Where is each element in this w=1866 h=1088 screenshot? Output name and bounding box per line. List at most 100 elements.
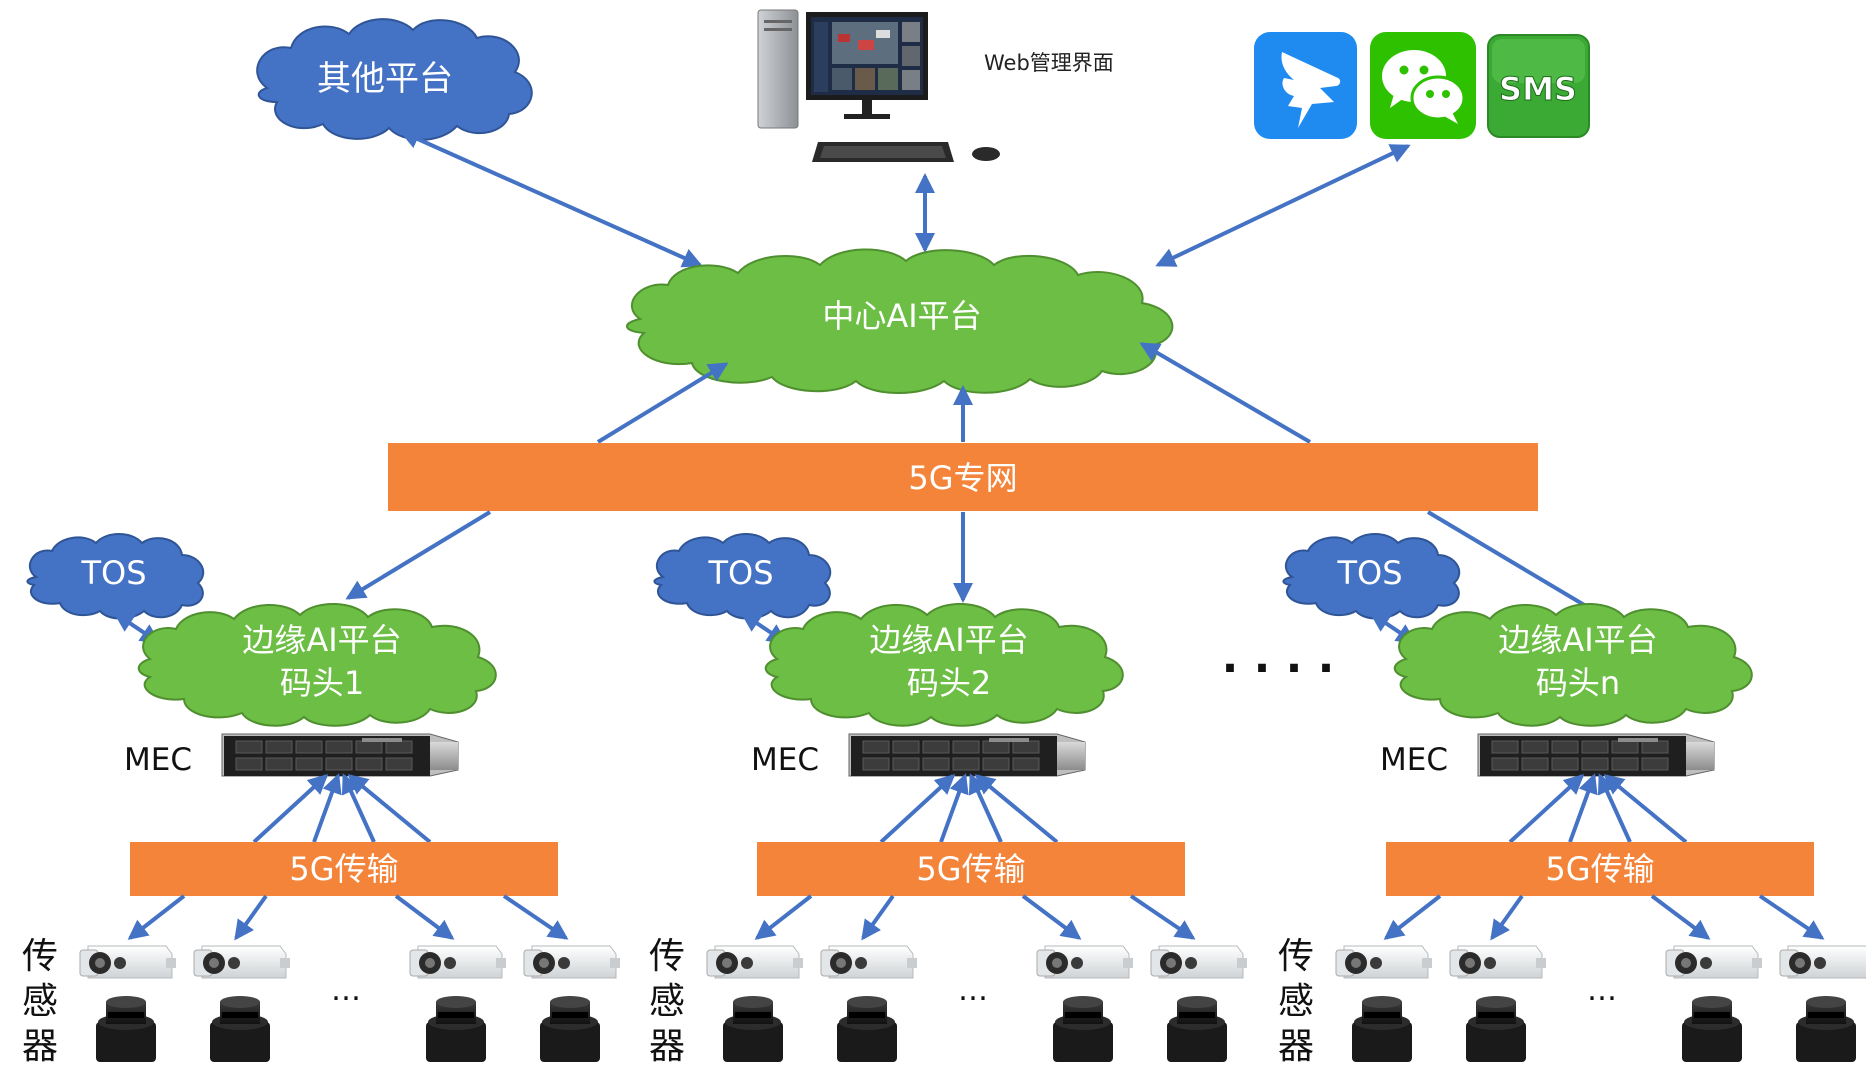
lidar-sensor-icon: [723, 996, 783, 1062]
tos-cloud: TOS: [26, 533, 205, 620]
cloud-shape: [26, 533, 205, 620]
arrow-transport-sensor: [1758, 894, 1825, 940]
arrow-transport-sensor: [502, 894, 569, 940]
arrow-transport-mec: [939, 773, 969, 843]
camera-icon: [1779, 945, 1866, 979]
arrow-net-edge-1: [345, 510, 492, 600]
lidar-sensor-icon: [1796, 996, 1856, 1062]
rack-server-icon: [1477, 733, 1715, 777]
transport-5g-label: 5G传输: [1545, 850, 1654, 888]
camera-icon: [523, 945, 620, 979]
tos-label: TOS: [80, 554, 146, 592]
private-5g-network-bar: 5G专网: [388, 443, 1538, 511]
lidar-sensor-icon: [1167, 996, 1227, 1062]
arrow-transport-sensor: [234, 894, 268, 941]
arrow-transport-sensor: [1490, 894, 1524, 941]
arrow-other-center: [399, 129, 703, 268]
arrow-transport-mec: [252, 773, 329, 844]
edge-ai-label: 边缘AI平台: [1498, 621, 1657, 659]
lidar-sensor-icon: [426, 996, 486, 1062]
sensor-label: 感: [649, 981, 685, 1022]
lidar-sensor-icon: [1053, 996, 1113, 1062]
sensor-label: 感: [1278, 981, 1314, 1022]
camera-icon: [1150, 945, 1247, 979]
arrow-net-edge-n: [1426, 510, 1598, 614]
sensor-label: 器: [649, 1026, 685, 1067]
arrow-transport-sensor: [394, 894, 455, 940]
arrow-transport-mec: [1508, 773, 1585, 844]
sms-icon: SMS: [1487, 34, 1590, 138]
lidar-sensor-icon: [1466, 996, 1526, 1062]
camera-icon: [820, 945, 917, 979]
cloud-shape: [764, 603, 1124, 727]
lidar-sensor-icon: [96, 996, 156, 1062]
edge-ai-label: 边缘AI平台: [242, 621, 401, 659]
camera-icon: [79, 945, 176, 979]
sensor-ellipsis: …: [1587, 973, 1617, 1008]
sms-label: SMS: [1499, 70, 1577, 108]
web-ui-label: Web管理界面: [984, 51, 1114, 75]
tos-label: TOS: [707, 554, 773, 592]
dock-label: 码头1: [280, 664, 364, 702]
lidar-sensor-icon: [540, 996, 600, 1062]
arrow-transport-sensor: [127, 894, 186, 940]
mec-label: MEC: [124, 742, 192, 778]
camera-icon: [1449, 945, 1546, 979]
arrow-transport-mec: [347, 774, 432, 844]
tos-cloud: TOS: [653, 533, 832, 620]
camera-icon: [1665, 945, 1762, 979]
rack-server-icon: [221, 733, 459, 777]
mec-label: MEC: [751, 742, 819, 778]
arrow-transport-mec: [312, 773, 342, 843]
cloud-shape: [1393, 603, 1753, 727]
camera-icon: [706, 945, 803, 979]
edge-ai-label: 边缘AI平台: [869, 621, 1028, 659]
more-docks-dots: . . . .: [1222, 632, 1335, 683]
other-platform-cloud: 其他平台: [256, 18, 533, 141]
tos-cloud: TOS: [1282, 533, 1461, 620]
arrow-net-center-right: [1139, 342, 1312, 444]
lidar-sensor-icon: [1682, 996, 1742, 1062]
camera-icon: [1036, 945, 1133, 979]
dock-groups: TOS边缘AI平台码头1MEC5G传输传感器…TOS边缘AI平台码头2MEC5G…: [22, 533, 1866, 1067]
transport-5g-label: 5G传输: [916, 850, 1025, 888]
wechat-icon: [1370, 32, 1476, 139]
arrow-transport-mec: [1568, 773, 1598, 843]
cloud-shape: [1282, 533, 1461, 620]
sensor-label: 感: [22, 981, 58, 1022]
sensor-label: 传: [22, 936, 58, 977]
cloud-shape: [653, 533, 832, 620]
center-ai-cloud: 中心AI平台: [626, 248, 1174, 394]
dock-label: 码头2: [907, 664, 991, 702]
dock-group-1: TOS边缘AI平台码头1MEC5G传输传感器…: [22, 533, 620, 1067]
desktop-computer-icon: [757, 9, 1000, 162]
transport-5g-bar: 5G传输: [130, 842, 558, 896]
other-platform-label: 其他平台: [317, 59, 453, 99]
rack-server-icon: [848, 733, 1086, 777]
camera-icon: [409, 945, 506, 979]
sensor-label: 器: [22, 1026, 58, 1067]
arrow-transport-sensor: [754, 894, 813, 940]
camera-icon: [193, 945, 290, 979]
arrow-notify-center: [1155, 144, 1411, 267]
arrow-transport-sensor: [1383, 894, 1442, 940]
arrow-transport-sensor: [1129, 894, 1196, 940]
sensor-label: 传: [1278, 936, 1314, 977]
transport-5g-bar: 5G传输: [1386, 842, 1814, 896]
dingtalk-icon: [1254, 32, 1357, 139]
lidar-sensor-icon: [210, 996, 270, 1062]
cloud-shape: [137, 603, 497, 727]
dock-group-3: TOS边缘AI平台码头nMEC5G传输传感器…: [1278, 533, 1866, 1067]
arrow-transport-sensor: [1021, 894, 1082, 940]
transport-5g-label: 5G传输: [289, 850, 398, 888]
lidar-sensor-icon: [837, 996, 897, 1062]
arrow-transport-mec: [974, 774, 1059, 844]
dock-label: 码头n: [1536, 664, 1620, 702]
tos-label: TOS: [1336, 554, 1402, 592]
transport-5g-bar: 5G传输: [757, 842, 1185, 896]
dock-group-2: TOS边缘AI平台码头2MEC5G传输传感器…: [649, 533, 1247, 1067]
